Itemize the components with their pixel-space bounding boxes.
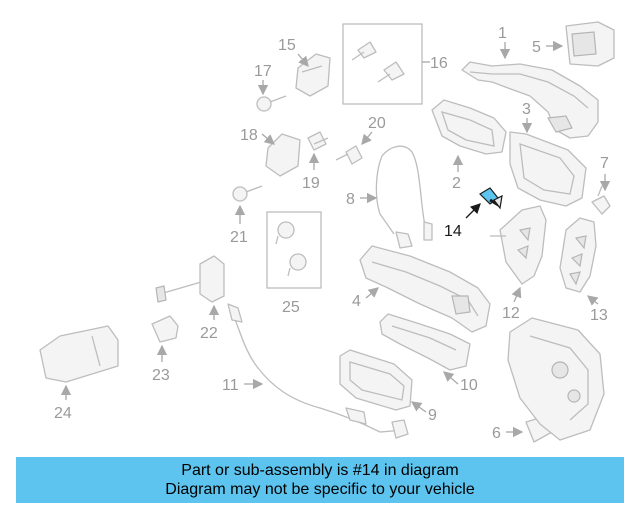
part-23-bushing[interactable]: [151, 315, 179, 343]
callout-11[interactable]: 11: [222, 377, 239, 394]
callout-labels: 1 2 3 4 5 6 7 8 9 10 11 12 13 14 15 16 1…: [54, 25, 609, 442]
callout-23[interactable]: 23: [152, 367, 170, 384]
leader-18: [261, 133, 275, 145]
part-4-handle-bracket[interactable]: [359, 245, 491, 333]
part-2-handle-gasket[interactable]: [431, 99, 507, 155]
part-1-outer-door-handle[interactable]: [461, 61, 599, 139]
callout-7[interactable]: 7: [600, 155, 609, 172]
part-9-handle-bezel[interactable]: [339, 349, 413, 411]
part-25-clip-set[interactable]: [266, 211, 322, 289]
part-19-bolt[interactable]: [307, 131, 329, 151]
callout-20[interactable]: 20: [368, 115, 386, 132]
leader-13: [586, 295, 599, 306]
leader-20: [361, 131, 373, 145]
part-17-bolt[interactable]: [256, 95, 287, 112]
callout-15[interactable]: 15: [278, 37, 296, 54]
leader-9: [410, 401, 427, 413]
part-10-interior-handle[interactable]: [379, 313, 471, 371]
callout-9[interactable]: 9: [428, 407, 437, 424]
part-3-rear-gasket[interactable]: [509, 131, 587, 207]
part-24-cover[interactable]: [39, 325, 119, 383]
callout-8[interactable]: 8: [346, 191, 355, 208]
callout-10[interactable]: 10: [460, 377, 478, 394]
callout-16[interactable]: 16: [430, 55, 448, 72]
part-21-bolt[interactable]: [232, 185, 263, 202]
callout-5[interactable]: 5: [532, 39, 541, 56]
banner-line-2: Diagram may not be specific to your vehi…: [165, 481, 475, 498]
callout-3[interactable]: 3: [522, 101, 531, 118]
part-12-cover[interactable]: [490, 205, 547, 285]
leader-10: [443, 371, 459, 385]
callout-13[interactable]: 13: [590, 307, 608, 324]
callout-25[interactable]: 25: [282, 299, 300, 316]
latch-assembly[interactable]: [507, 317, 605, 441]
callout-14[interactable]: 14: [444, 223, 462, 240]
callout-12[interactable]: 12: [502, 305, 520, 322]
part-5-handle-cap[interactable]: [565, 21, 615, 67]
part-20-bolt[interactable]: [335, 145, 363, 165]
part-18-bracket[interactable]: [265, 133, 301, 177]
callout-2[interactable]: 2: [452, 175, 461, 192]
callout-17[interactable]: 17: [254, 63, 272, 80]
part-8-cable[interactable]: [375, 145, 433, 249]
leader-4: [365, 287, 379, 299]
callout-18[interactable]: 18: [240, 127, 258, 144]
part-14-screw-highlighted[interactable]: [479, 187, 503, 210]
part-11-cable[interactable]: [227, 303, 409, 439]
leader-15: [297, 53, 309, 67]
part-15-bracket[interactable]: [295, 53, 331, 97]
callout-19[interactable]: 19: [302, 175, 320, 192]
leader-12: [511, 286, 522, 303]
part-7-screw[interactable]: [591, 185, 611, 215]
callout-21[interactable]: 21: [230, 229, 248, 246]
leader-14: [465, 203, 481, 219]
banner-line-1: Part or sub-assembly is #14 in diagram: [181, 462, 459, 479]
info-banner: Part or sub-assembly is #14 in diagram D…: [16, 457, 624, 503]
part-22-door-check[interactable]: [155, 255, 225, 303]
callout-6[interactable]: 6: [492, 425, 501, 442]
part-16-bolt-set[interactable]: [342, 23, 423, 105]
parts-diagram: 1 2 3 4 5 6 7 8 9 10 11 12 13 14 15 16 1…: [39, 21, 615, 443]
callout-1[interactable]: 1: [498, 25, 507, 42]
part-13-cover[interactable]: [559, 217, 597, 293]
callout-24[interactable]: 24: [54, 405, 72, 422]
callout-22[interactable]: 22: [200, 325, 218, 342]
callout-4[interactable]: 4: [352, 293, 361, 310]
